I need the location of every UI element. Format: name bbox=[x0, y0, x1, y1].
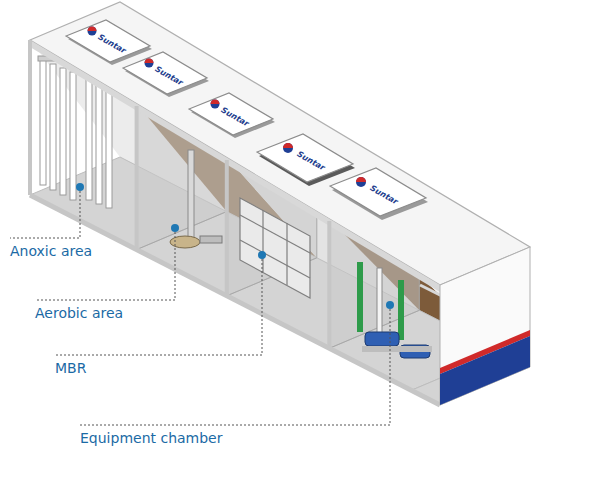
corner-post bbox=[28, 40, 32, 195]
logo-mark bbox=[356, 177, 366, 182]
logo-text: Suntar bbox=[97, 33, 128, 56]
mbr-module bbox=[240, 198, 310, 298]
roof-top bbox=[30, 2, 530, 285]
post bbox=[327, 221, 331, 348]
hatch bbox=[123, 52, 207, 94]
leader-lines bbox=[10, 191, 390, 425]
tube bbox=[40, 60, 46, 185]
logo-mark bbox=[211, 100, 220, 105]
leader-dot bbox=[171, 224, 179, 232]
leader-dot bbox=[76, 183, 84, 191]
hatches bbox=[66, 20, 428, 220]
hatch bbox=[66, 20, 150, 62]
logo-text: Suntar bbox=[369, 184, 400, 207]
callout-label: MBR bbox=[55, 360, 86, 377]
logo-mark bbox=[211, 100, 220, 109]
frame-line bbox=[240, 240, 310, 278]
aerobic-equipment bbox=[170, 150, 222, 248]
pump-base bbox=[362, 346, 432, 352]
end-face bbox=[440, 247, 530, 405]
logo-text: Suntar bbox=[154, 65, 185, 88]
tube bbox=[96, 82, 102, 204]
leader-dots bbox=[76, 183, 394, 309]
hatch bbox=[189, 93, 273, 135]
logo-mark bbox=[145, 59, 154, 68]
tube bbox=[60, 68, 66, 195]
frame-line bbox=[262, 210, 263, 272]
end-wall bbox=[440, 247, 530, 405]
tube bbox=[106, 86, 112, 208]
post bbox=[225, 160, 229, 296]
leader-dot bbox=[258, 251, 266, 259]
logo-text: Suntar bbox=[296, 150, 327, 173]
logo-mark bbox=[145, 59, 154, 64]
air-pipe bbox=[188, 150, 194, 245]
tube bbox=[50, 64, 56, 190]
logo-mark bbox=[88, 27, 97, 36]
callout-label: Equipment chamber bbox=[80, 430, 223, 447]
frame-line bbox=[286, 223, 287, 285]
leader-line bbox=[80, 309, 390, 425]
logo-mark bbox=[283, 143, 293, 153]
frame-line bbox=[240, 215, 310, 253]
bottom-beam bbox=[30, 195, 440, 405]
logos bbox=[88, 27, 367, 188]
leader-line bbox=[10, 191, 80, 238]
blue-band bbox=[440, 336, 530, 405]
green-pipe bbox=[357, 262, 363, 332]
post bbox=[135, 106, 139, 250]
logo-text: Suntar bbox=[220, 106, 251, 129]
logo-mark bbox=[356, 177, 366, 187]
callout-label: Anoxic area bbox=[10, 243, 92, 260]
mbr-frame bbox=[240, 198, 310, 298]
green-pipe bbox=[398, 280, 404, 340]
hatch bbox=[330, 168, 426, 216]
roof bbox=[30, 2, 530, 292]
pump bbox=[365, 332, 399, 346]
white-pipe bbox=[377, 268, 382, 338]
tube bbox=[86, 78, 92, 200]
frame bbox=[30, 40, 440, 405]
logo-mark bbox=[88, 27, 97, 32]
leader-line bbox=[35, 232, 175, 300]
pipe bbox=[200, 236, 222, 243]
tube bbox=[70, 72, 76, 200]
callout-label: Aerobic area bbox=[35, 305, 123, 322]
hatch bbox=[257, 134, 353, 182]
leader-dot bbox=[386, 301, 394, 309]
logo-mark bbox=[283, 143, 293, 148]
